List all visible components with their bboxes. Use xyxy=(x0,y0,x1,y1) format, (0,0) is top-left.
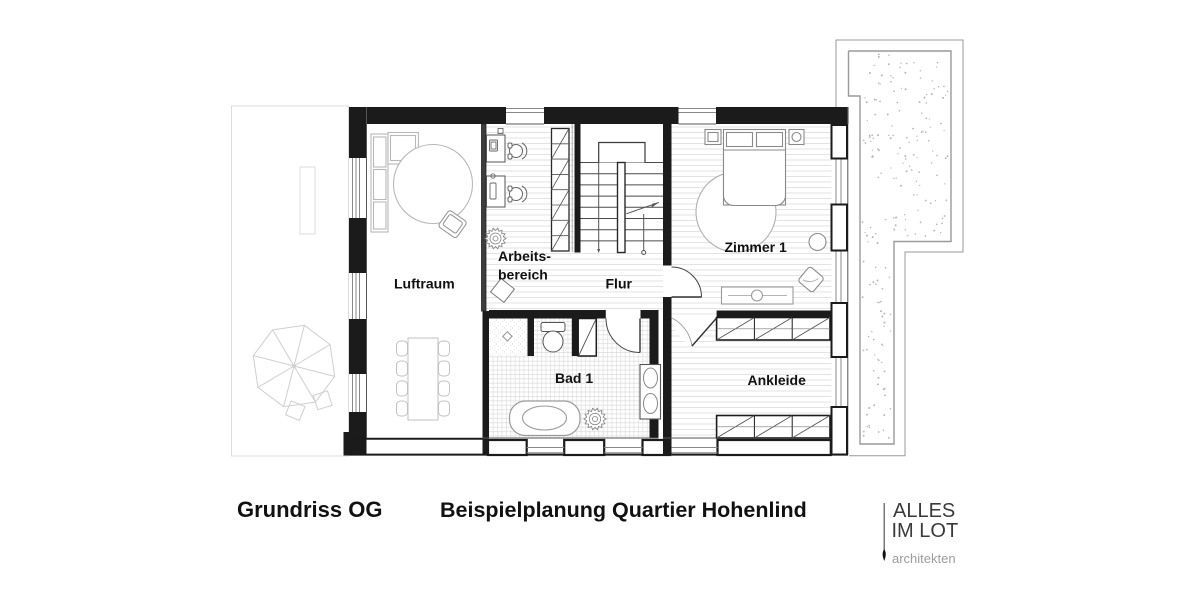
svg-text:Bad 1: Bad 1 xyxy=(555,370,593,386)
svg-text:bereich: bereich xyxy=(498,267,548,283)
svg-text:Luftraum: Luftraum xyxy=(394,276,455,292)
svg-text:Zimmer 1: Zimmer 1 xyxy=(725,239,787,255)
svg-text:Flur: Flur xyxy=(606,276,633,292)
svg-text:architekten: architekten xyxy=(892,551,956,566)
svg-text:Ankleide: Ankleide xyxy=(748,372,807,388)
svg-text:Beispielplanung Quartier Hohen: Beispielplanung Quartier Hohenlind xyxy=(440,498,807,522)
svg-text:IM LOT: IM LOT xyxy=(892,520,959,542)
svg-text:Grundriss OG: Grundriss OG xyxy=(237,497,382,522)
svg-text:Arbeits-: Arbeits- xyxy=(498,248,551,264)
svg-text:ALLES: ALLES xyxy=(893,500,955,522)
